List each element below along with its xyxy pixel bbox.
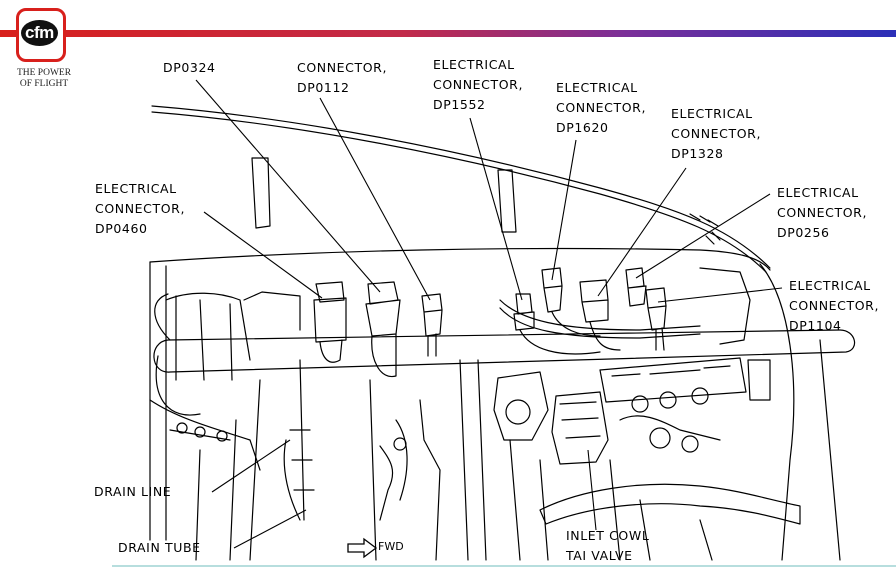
label-dp0256-line2: CONNECTOR, (777, 205, 868, 220)
label-inlet-cowl-line2: TAI VALVE (566, 548, 633, 563)
engine-drawing (149, 105, 856, 561)
label-dp0460-line3: DP0460 (95, 221, 148, 236)
label-dp1328: ELECTRICAL CONNECTOR, DP1328 (671, 104, 761, 164)
label-dp1104-line1: ELECTRICAL (789, 278, 871, 293)
connector-dp0460 (313, 281, 347, 343)
label-dp1328-line2: CONNECTOR, (671, 126, 762, 141)
label-dp1552-line1: ELECTRICAL (433, 57, 515, 72)
fwd-arrow-icon (347, 537, 378, 559)
label-dp0460: ELECTRICAL CONNECTOR, DP0460 (95, 179, 185, 239)
label-dp0256-line3: DP0256 (777, 225, 830, 240)
label-dp1552-line2: CONNECTOR, (433, 77, 524, 92)
label-drain-line-text: DRAIN LINE (94, 484, 172, 499)
tagline-line1: THE POWER (16, 68, 72, 78)
label-inlet-cowl-line1: INLET COWL (566, 528, 650, 543)
label-dp0256-line1: ELECTRICAL (777, 185, 859, 200)
label-drain-tube: DRAIN TUBE (118, 538, 201, 558)
label-dp1620-line1: ELECTRICAL (556, 80, 638, 95)
label-dp1620: ELECTRICAL CONNECTOR, DP1620 (556, 78, 646, 138)
label-dp0324: DP0324 (163, 58, 216, 78)
label-dp1104: ELECTRICAL CONNECTOR, DP1104 (789, 276, 879, 336)
connector-dp0112 (421, 293, 443, 337)
label-drain-line: DRAIN LINE (94, 482, 171, 502)
tai-valve-body (551, 391, 609, 465)
main-tube (153, 329, 856, 373)
lower-duct (539, 483, 801, 525)
label-dp1328-line1: ELECTRICAL (671, 106, 753, 121)
label-inlet-cowl: INLET COWL TAI VALVE (566, 526, 649, 566)
label-dp1104-line3: DP1104 (789, 318, 842, 333)
cowl-window-right (497, 169, 517, 233)
connector-dp0324 (365, 281, 401, 337)
connector-dp1104 (645, 287, 667, 331)
label-dp1552: ELECTRICAL CONNECTOR, DP1552 (433, 55, 523, 115)
header-bar (0, 30, 896, 37)
leader-lines (195, 79, 783, 549)
label-dp1620-line3: DP1620 (556, 120, 609, 135)
cfm-logo: cfm THE POWER OF FLIGHT (2, 2, 80, 92)
label-dp1552-line3: DP1552 (433, 97, 486, 112)
logo-tagline: THE POWER OF FLIGHT (4, 68, 84, 90)
label-dp1620-line2: CONNECTOR, (556, 100, 647, 115)
label-dp0112-line2: DP0112 (297, 80, 350, 95)
fwd-label: FWD (378, 540, 404, 553)
connector-dp0256 (625, 267, 647, 307)
label-dp1104-line2: CONNECTOR, (789, 298, 880, 313)
label-dp0256: ELECTRICAL CONNECTOR, DP0256 (777, 183, 867, 243)
connector-dp1328 (579, 279, 609, 323)
cowl-window-left (251, 157, 271, 229)
label-dp0460-line1: ELECTRICAL (95, 181, 177, 196)
label-dp0324-line1: DP0324 (163, 60, 216, 75)
label-dp1328-line3: DP1328 (671, 146, 724, 161)
label-dp0112-line1: CONNECTOR, (297, 60, 388, 75)
label-dp0460-line2: CONNECTOR, (95, 201, 186, 216)
connector-dp1620 (541, 267, 563, 313)
label-dp0112: CONNECTOR, DP0112 (297, 58, 387, 98)
logo-brand: cfm (21, 20, 58, 46)
label-drain-tube-text: DRAIN TUBE (118, 540, 201, 555)
tagline-line2: OF FLIGHT (19, 79, 69, 89)
